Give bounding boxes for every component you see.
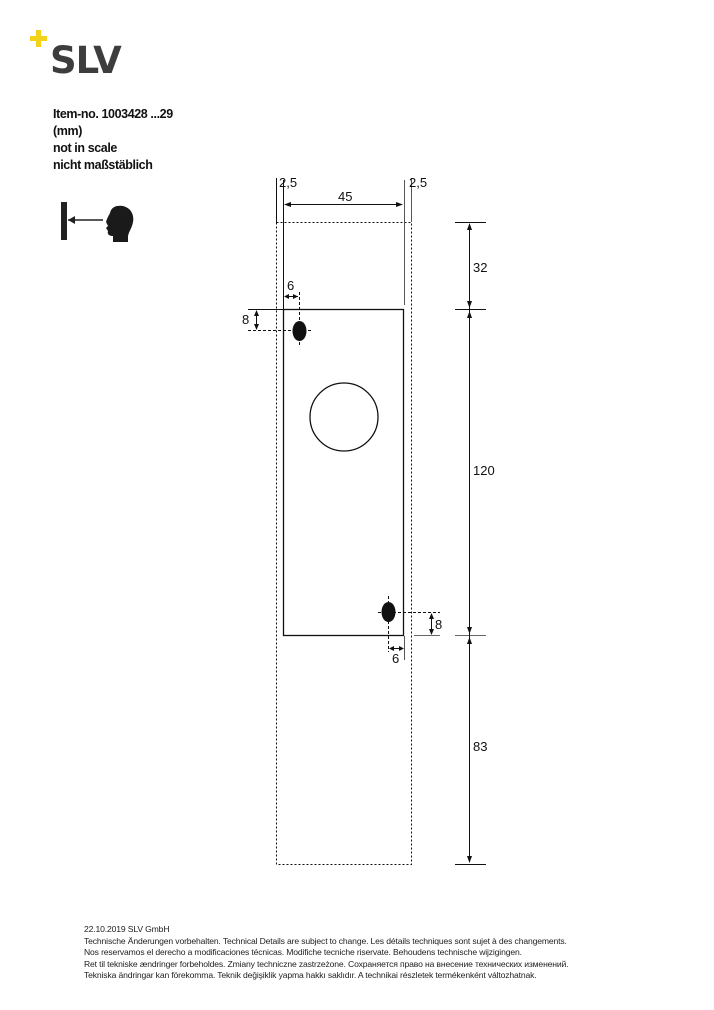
scale-note-de: nicht maßstäblich <box>53 158 153 172</box>
dim-plate-height: 120 <box>473 463 495 478</box>
dim-right-offset: 2,5 <box>409 175 427 190</box>
mounting-hole-bottom <box>381 602 396 622</box>
footer-line: Ret til tekniske ændringer forbeholdes. … <box>84 958 569 969</box>
footer-line: Tekniska ändringar kan förekomma. Teknik… <box>84 970 537 981</box>
unit-label: (mm) <box>53 124 82 138</box>
footer-line: Technische Änderungen vorbehalten. Techn… <box>84 935 567 946</box>
svg-text:SLV: SLV <box>50 39 122 76</box>
viewer-facing-wall-icon <box>61 202 134 242</box>
slv-logo: SLV <box>30 30 123 76</box>
dim-top: 32 <box>473 260 487 275</box>
cable-entry-hole <box>309 382 379 452</box>
footer-line: Nos reservamos el derecho a modificacion… <box>84 947 522 958</box>
dim-hole-top-y: 8 <box>242 312 249 327</box>
mounting-plate <box>282 308 405 637</box>
mounting-hole-top <box>292 321 307 341</box>
footer-disclaimer: 22.10.2019 SLV GmbH Technische Änderunge… <box>84 924 569 982</box>
dim-width: 45 <box>338 189 352 204</box>
item-number: Item-no. 1003428 ...29 <box>53 107 173 121</box>
mounting-box-outline <box>276 222 412 865</box>
technical-drawing: 2,5 45 2,5 32 120 83 6 8 8 6 <box>242 175 495 865</box>
dim-hole-bottom-y: 8 <box>435 617 442 632</box>
scale-note-en: not in scale <box>53 141 117 155</box>
dim-bottom: 83 <box>473 739 487 754</box>
footer-date-company: 22.10.2019 SLV GmbH <box>84 924 170 934</box>
dim-hole-bottom-x: 6 <box>392 651 399 666</box>
dim-hole-top-x: 6 <box>287 278 294 293</box>
dim-left-offset: 2,5 <box>279 175 297 190</box>
item-info: Item-no. 1003428 ...29 (mm) not in scale… <box>53 106 173 174</box>
